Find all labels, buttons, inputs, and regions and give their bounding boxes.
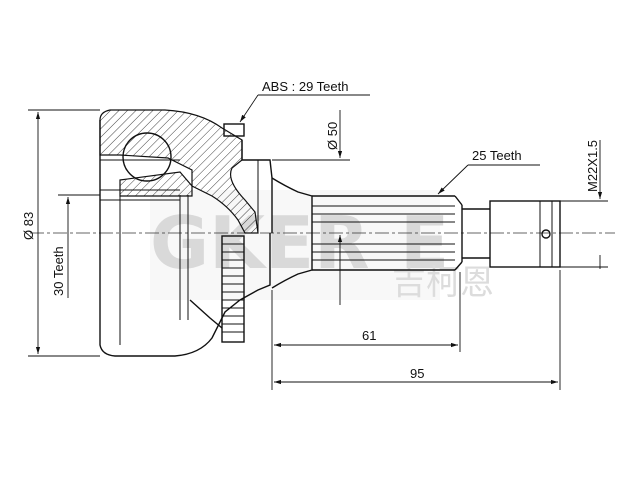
spline-teeth-label: 25 Teeth (472, 148, 522, 163)
stub-shaft (223, 123, 561, 289)
length-61-label: 61 (362, 328, 376, 343)
thread-label: M22X1.5 (585, 140, 600, 192)
outer-bell-housing (99, 109, 273, 357)
dimension-outer-diameter: Ø 83 (21, 109, 100, 357)
cv-ball (122, 132, 172, 182)
brand-watermark: GKER E 吉柯恩 (150, 190, 494, 303)
dimension-thread: M22X1.5 (560, 140, 608, 269)
abs-teeth-label: ABS : 29 Teeth (262, 79, 349, 94)
dimension-inner-teeth: 30 Teeth (51, 194, 100, 298)
watermark-symbol: E (400, 201, 449, 285)
outer-diameter-label: Ø 83 (21, 212, 36, 240)
inner-teeth-label: 30 Teeth (51, 246, 66, 296)
watermark-brand: GKER (150, 201, 370, 285)
abs-tone-ring (221, 235, 245, 343)
spline-teeth-callout: 25 Teeth (437, 148, 540, 195)
shaft-diameter-label: Ø 50 (325, 122, 340, 150)
length-95-label: 95 (410, 366, 424, 381)
abs-teeth-callout: ABS : 29 Teeth (239, 79, 370, 123)
dimension-shaft-diameter: Ø 50 (272, 110, 350, 305)
watermark-brand-cn: 吉柯恩 (392, 263, 494, 303)
dimension-length-95: 95 (271, 270, 561, 390)
dimension-length-61: 61 (271, 272, 461, 352)
